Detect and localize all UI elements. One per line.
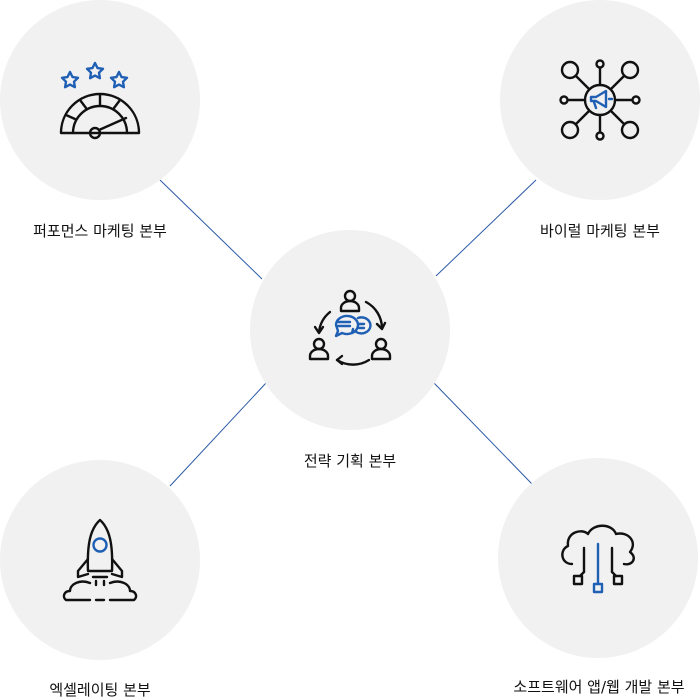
- node-performance-marketing: [0, 0, 200, 200]
- node-strategy-planning: [250, 230, 450, 430]
- label-viral-marketing: 바이럴 마케팅 본부: [540, 222, 660, 240]
- label-accelerating: 엑셀레이팅 본부: [49, 681, 151, 699]
- connector-line-top-right: [435, 179, 537, 277]
- connector-line-bottom-right: [433, 382, 533, 485]
- label-performance-marketing: 퍼포먼스 마케팅 본부: [33, 222, 167, 240]
- rocket-icon: [62, 518, 138, 602]
- performance-gauge-stars-icon: [59, 61, 141, 140]
- cloud-circuit-icon: [561, 524, 635, 594]
- label-strategy-planning: 전략 기획 본부: [303, 452, 397, 470]
- connector-line-bottom-left: [169, 382, 267, 487]
- label-software-development: 소프트웨어 앱/웹 개발 본부: [513, 678, 685, 696]
- connector-line-top-left: [159, 179, 263, 280]
- node-accelerating: [0, 460, 200, 660]
- team-collaboration-icon: [308, 289, 392, 366]
- megaphone-network-icon: [559, 59, 641, 141]
- node-software-development: [498, 458, 698, 658]
- node-viral-marketing: [500, 0, 700, 200]
